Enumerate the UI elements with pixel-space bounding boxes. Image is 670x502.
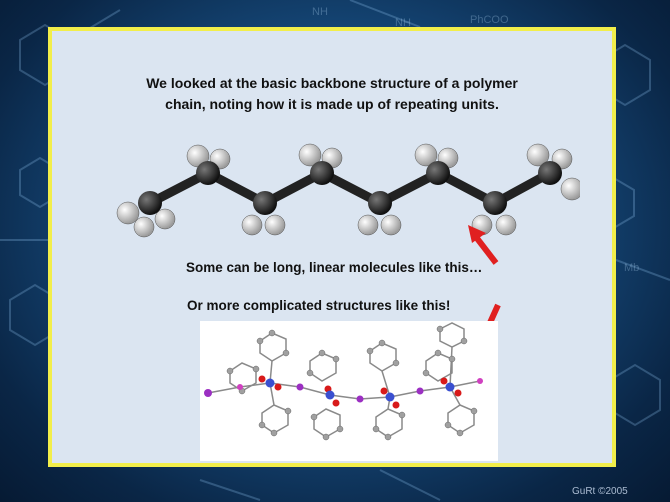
- bg-formula-phcoo: PhCOO: [470, 14, 509, 26]
- heading-line-1: We looked at the basic backbone structur…: [146, 75, 518, 91]
- caption-linear-molecules: Some can be long, linear molecules like …: [186, 260, 483, 275]
- slide-heading: We looked at the basic backbone structur…: [52, 73, 612, 115]
- bg-formula-mb: Mb: [624, 262, 640, 274]
- caption-complex-structures: Or more complicated structures like this…: [187, 298, 451, 313]
- bg-formula-nh-2: NH: [395, 17, 411, 29]
- red-arrow-icon: [468, 225, 499, 265]
- bg-formula-nh: NH: [312, 6, 328, 18]
- heading-line-2: chain, noting how it is made up of repea…: [165, 96, 499, 112]
- background-credit: GuRt ©2005: [572, 486, 628, 497]
- linear-molecule-image: [116, 143, 580, 238]
- complex-molecule-image: [200, 321, 498, 461]
- slide-panel: We looked at the basic backbone structur…: [48, 27, 616, 467]
